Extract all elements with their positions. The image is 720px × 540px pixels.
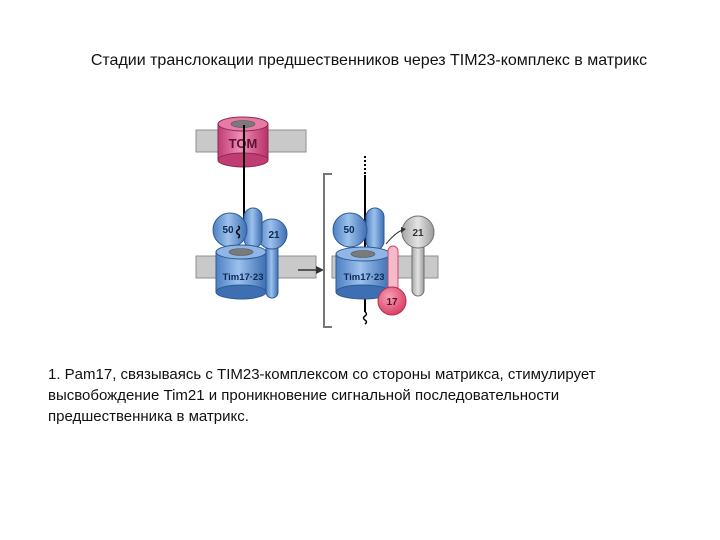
tim50-right: 50 <box>332 207 385 251</box>
tim17-23-right-label: Tim17·23 <box>343 272 384 283</box>
pam17-label: 17 <box>386 297 398 308</box>
presequence-left <box>235 225 241 239</box>
tim21-left-label: 21 <box>268 230 280 241</box>
tim50-left-label: 50 <box>222 225 234 236</box>
tim21-released-label: 21 <box>412 228 424 239</box>
tim23-complex-right: 50 Tim17·23 <box>332 207 391 300</box>
stage-bracket <box>323 173 332 328</box>
caption-line-2: высвобождение Tim21 и проникновение сигн… <box>48 387 560 404</box>
tim21-released: 21 <box>401 215 435 297</box>
tim23-complex-left: 21 50 Tim17·23 <box>212 207 288 300</box>
release-arrow <box>385 227 406 245</box>
caption-line-3: предшественника в матрикс. <box>48 408 249 425</box>
slide-title: Стадии транслокации предшественников чер… <box>90 52 648 69</box>
tim17-23-left-label: Tim17·23 <box>222 272 263 283</box>
tim50-right-label: 50 <box>343 225 355 236</box>
stage-arrow <box>298 266 324 274</box>
pam17: 17 <box>377 245 407 316</box>
presequence-right <box>362 311 368 325</box>
caption-line-1: 1. Pam17, связываясь с TIM23-комплексом … <box>48 366 596 383</box>
caption: 1. Pam17, связываясь с TIM23-комплексом … <box>48 364 678 427</box>
tim50-left: 50 <box>212 207 263 249</box>
